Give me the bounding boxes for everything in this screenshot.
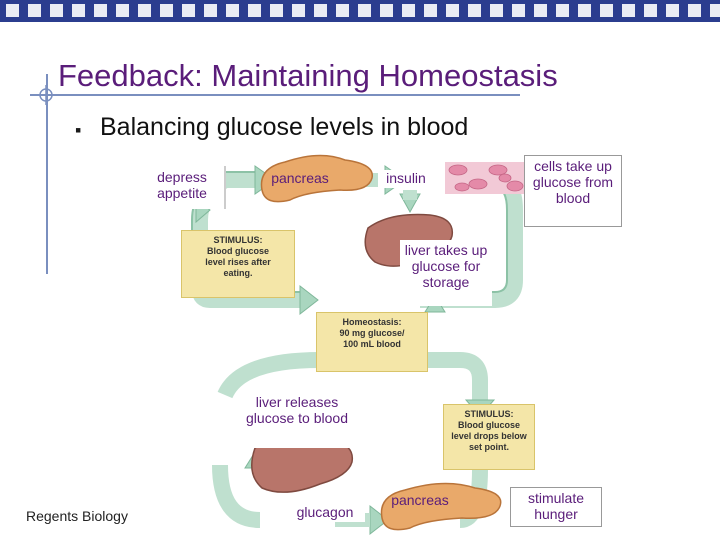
- glucagon-label: glucagon: [285, 504, 365, 522]
- banner-square: [380, 4, 393, 17]
- bullet-square-icon: ▪: [75, 120, 82, 140]
- banner-square: [622, 4, 635, 17]
- banner-square: [666, 4, 679, 17]
- pancreas-top-label: pancreas: [271, 170, 329, 186]
- banner-square: [160, 4, 173, 17]
- banner-square: [534, 4, 547, 17]
- banner-square: [182, 4, 195, 17]
- top-banner: [0, 0, 720, 22]
- cells-take-up-label: cells take up glucose from blood: [524, 155, 622, 227]
- pancreas-bottom-label: pancreas: [391, 492, 449, 508]
- banner-square: [204, 4, 217, 17]
- depress-appetite-label: depress appetite: [140, 166, 226, 209]
- banner-square: [292, 4, 305, 17]
- banner-square: [138, 4, 151, 17]
- stimulus-high-text: Blood glucose level rises after eating.: [205, 246, 271, 278]
- title-underline: [30, 94, 520, 96]
- pancreas-bottom-icon: [380, 482, 502, 531]
- banner-square: [336, 4, 349, 17]
- banner-square: [512, 4, 525, 17]
- banner-square: [424, 4, 437, 17]
- stimulus-low-heading: STIMULUS:: [464, 409, 514, 419]
- left-rule: [46, 74, 48, 274]
- stimulus-high-box: STIMULUS: Blood glucose level rises afte…: [181, 230, 295, 298]
- banner-square: [578, 4, 591, 17]
- banner-square: [468, 4, 481, 17]
- banner-square: [270, 4, 283, 17]
- stimulus-low-text: Blood glucose level drops below set poin…: [451, 420, 527, 452]
- banner-square: [358, 4, 371, 17]
- pancreas-top-icon: [260, 154, 373, 203]
- banner-square: [710, 4, 720, 17]
- homeostasis-box: Homeostasis: 90 mg glucose/ 100 mL blood: [316, 312, 428, 372]
- blood-cells-icon: [445, 162, 525, 194]
- banner-square: [248, 4, 261, 17]
- banner-square: [72, 4, 85, 17]
- slide-title: Feedback: Maintaining Homeostasis: [58, 58, 558, 93]
- banner-square: [28, 4, 41, 17]
- crosshair-icon: [36, 85, 56, 105]
- stimulus-low-box: STIMULUS: Blood glucose level drops belo…: [443, 404, 535, 470]
- footer-text: Regents Biology: [26, 508, 128, 524]
- banner-square: [116, 4, 129, 17]
- insulin-label: insulin: [378, 170, 434, 188]
- banner-square: [490, 4, 503, 17]
- stimulus-high-heading: STIMULUS:: [213, 235, 263, 245]
- homeostasis-text: 90 mg glucose/ 100 mL blood: [339, 328, 405, 349]
- banner-square: [314, 4, 327, 17]
- stimulate-hunger-label: stimulate hunger: [510, 487, 602, 527]
- banner-square: [402, 4, 415, 17]
- banner-square: [446, 4, 459, 17]
- banner-square: [600, 4, 613, 17]
- liver-releases-label: liver releases glucose to blood: [242, 392, 352, 448]
- banner-square: [688, 4, 701, 17]
- bullet-text: Balancing glucose levels in blood: [100, 113, 469, 141]
- banner-squares: [6, 4, 720, 17]
- liver-takes-up-label: liver takes up glucose for storage: [400, 240, 492, 306]
- banner-square: [556, 4, 569, 17]
- banner-square: [50, 4, 63, 17]
- banner-square: [226, 4, 239, 17]
- homeostasis-heading: Homeostasis:: [342, 317, 402, 327]
- banner-square: [644, 4, 657, 17]
- banner-square: [94, 4, 107, 17]
- banner-square: [6, 4, 19, 17]
